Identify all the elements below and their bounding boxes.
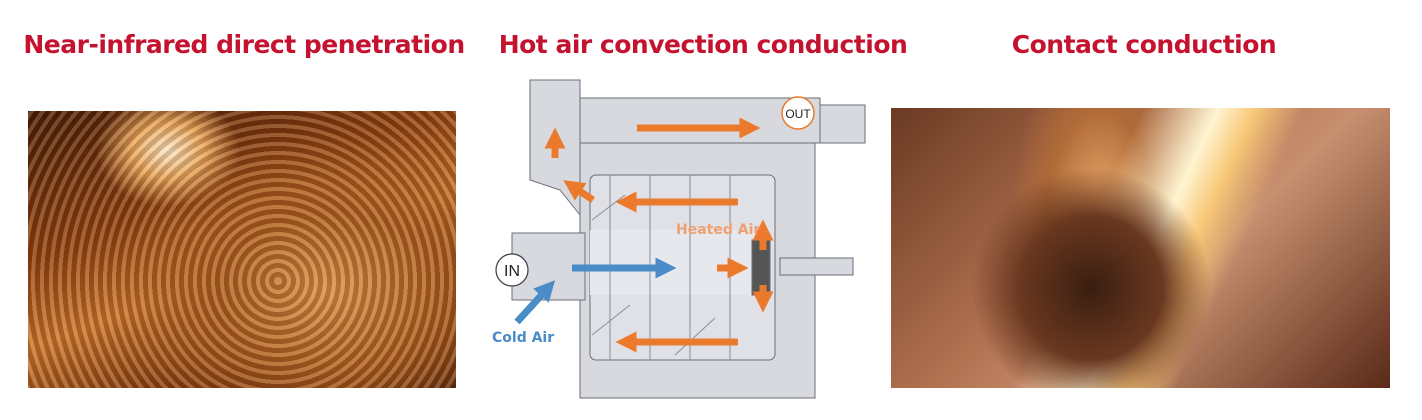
shaft — [779, 257, 854, 276]
outlet-pipe — [819, 104, 866, 144]
outlet-marker — [781, 96, 815, 130]
inlet-label: IN — [504, 263, 520, 280]
heater-tube-photo — [891, 108, 1390, 388]
cold-air-label: Cold Air — [492, 330, 554, 346]
title-hot-air: Hot air convection conduction — [498, 30, 908, 59]
title-contact: Contact conduction — [1011, 30, 1277, 59]
roaster-airflow-diagram: IN OUT Heated Air Cold Air — [492, 79, 866, 399]
title-near-infrared: Near-infrared direct penetration — [23, 30, 465, 59]
top-duct — [579, 97, 821, 144]
inlet-marker — [495, 253, 529, 287]
heated-air-label: Heated Air — [676, 222, 760, 238]
outlet-label: OUT — [785, 107, 811, 121]
coffee-beans-photo — [28, 111, 456, 388]
